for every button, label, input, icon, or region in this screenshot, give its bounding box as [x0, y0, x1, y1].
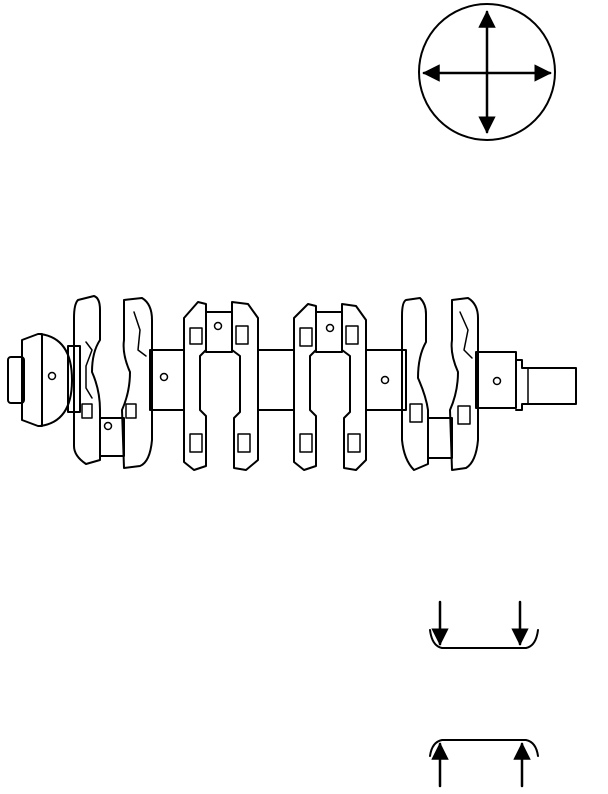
web-1b-face	[133, 311, 147, 357]
web-1a-pad	[81, 403, 93, 419]
oil-hole	[325, 323, 335, 333]
oil-hole	[380, 375, 390, 385]
web-2b	[231, 301, 259, 471]
web-1b	[121, 297, 153, 469]
web-4a-pad	[409, 403, 423, 423]
oil-hole	[492, 376, 502, 386]
web-3a-pad-low	[299, 433, 313, 453]
web-2a	[183, 301, 207, 471]
flange-front	[39, 333, 73, 427]
snout	[515, 359, 577, 411]
journal-profile-convex	[429, 629, 539, 649]
web-1b-pad	[125, 403, 137, 419]
web-1a-face	[85, 341, 93, 399]
web-2a-pad-low	[189, 433, 203, 453]
crankshaft	[7, 295, 577, 471]
web-1a	[73, 295, 101, 465]
journal-cross-section	[418, 3, 556, 141]
oil-hole	[103, 421, 113, 431]
web-4b-face	[459, 311, 473, 359]
web-2b-pad	[235, 325, 249, 345]
web-3b	[341, 303, 367, 471]
taper-gauge-inner	[429, 600, 539, 649]
web-4b	[449, 297, 479, 471]
crankpin-1	[99, 417, 125, 457]
web-3b-pad	[345, 325, 359, 345]
main-journal-3	[257, 349, 295, 411]
web-3b-pad-low	[347, 433, 361, 453]
main-journal-4	[365, 349, 407, 411]
web-3a-pad	[299, 327, 313, 347]
web-4a	[401, 297, 429, 471]
web-4b-pad	[457, 405, 471, 425]
crankpin-4	[427, 417, 453, 459]
crankpin-2	[205, 311, 233, 353]
rear-flange	[7, 356, 25, 404]
taper-gauge-outer	[429, 739, 539, 788]
web-2b-pad-low	[237, 433, 251, 453]
oil-hole	[213, 321, 223, 331]
main-journal-5	[475, 351, 517, 409]
web-2a-pad	[189, 327, 203, 345]
roundness-gauge	[418, 3, 556, 141]
web-3a	[293, 303, 317, 471]
oil-hole	[159, 372, 169, 382]
oil-hole	[47, 371, 57, 381]
